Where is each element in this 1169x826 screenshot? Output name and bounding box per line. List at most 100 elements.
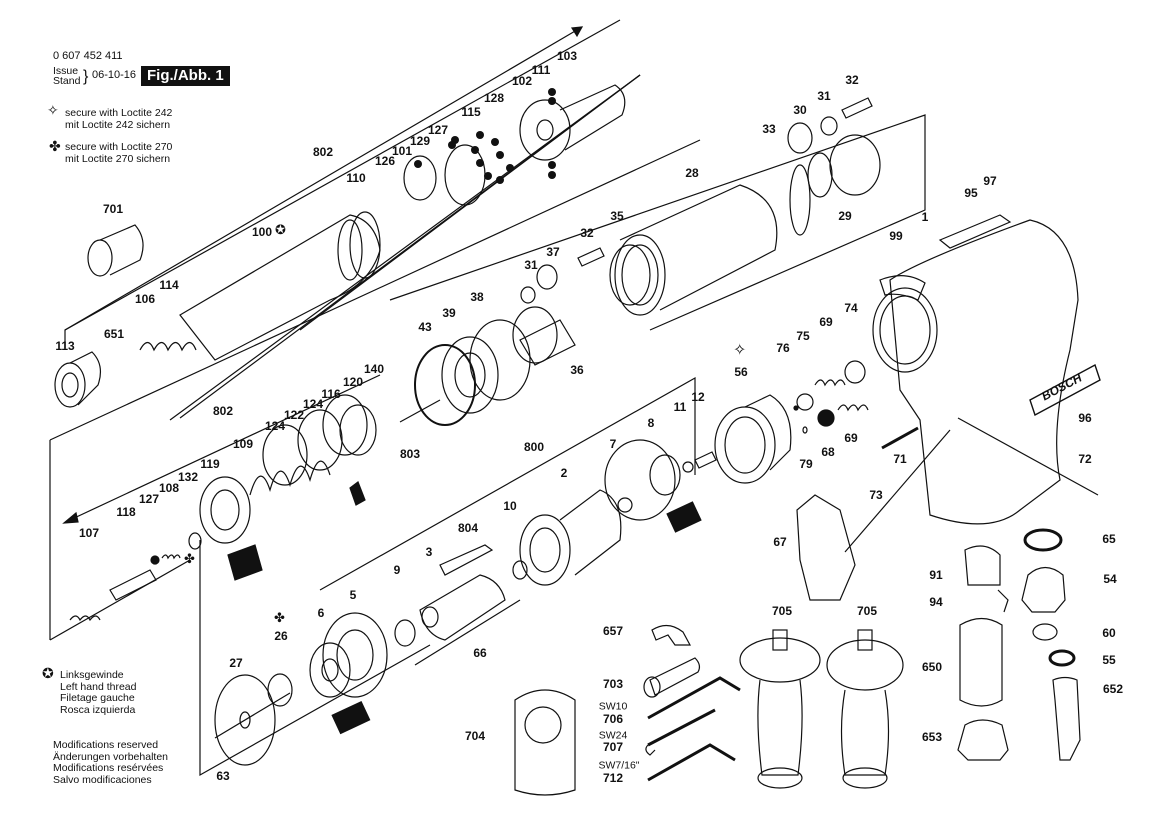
part-label: 712 — [602, 771, 624, 785]
part-label: 705 — [856, 604, 878, 618]
part-label: 652 — [1102, 682, 1124, 696]
loctite-242-note: secure with Loctite 242 mit Loctite 242 … — [65, 107, 173, 131]
loctite-270-note: secure with Loctite 270 mit Loctite 270 … — [65, 141, 173, 165]
modifications-note: Modifications reserved Änderungen vorbeh… — [53, 739, 169, 786]
part-label: 27 — [229, 656, 243, 670]
part-label: 30 — [793, 103, 807, 117]
part-label: 63 — [216, 769, 230, 783]
part-label: 76 — [776, 341, 790, 355]
part-label: 111 — [531, 63, 551, 77]
part-label: 32 — [580, 226, 594, 240]
part-label: 11 — [673, 400, 687, 414]
star-in-circle-icon: ✪ — [275, 222, 286, 237]
part-label: 29 — [838, 209, 852, 223]
four-dot-cross-icon: ✤ — [49, 138, 61, 154]
part-label: 804 — [457, 521, 479, 535]
part-label: 6 — [317, 606, 325, 620]
part-label: 10 — [503, 499, 517, 513]
part-label: 113 — [55, 339, 75, 353]
part-label: 73 — [869, 488, 883, 502]
part-label: 68 — [821, 445, 835, 459]
part-label: 3 — [425, 545, 433, 559]
part-label: 126 — [374, 154, 396, 168]
part-label: 653 — [921, 730, 943, 744]
part-label: 140 — [363, 362, 385, 376]
part-label: 109 — [232, 437, 254, 451]
part-label: 119 — [200, 457, 220, 471]
part-label: 60 — [1102, 626, 1116, 640]
wrench-size-label: SW7/16" — [598, 759, 640, 772]
part-label: 36 — [570, 363, 584, 377]
four-point-star-outline-icon: ✧ — [733, 342, 747, 359]
part-label: 1 — [921, 210, 929, 224]
part-label: 69 — [819, 315, 833, 329]
brace-glyph: } — [83, 68, 89, 85]
part-label: 91 — [929, 568, 943, 582]
part-label: 650 — [921, 660, 943, 674]
star-in-circle-icon: ✪ — [42, 665, 54, 681]
issue-label: Issue — [53, 65, 79, 77]
four-dot-cross-icon: ✤ — [274, 610, 285, 625]
part-label: 100 — [251, 225, 273, 239]
part-label: 28 — [685, 166, 699, 180]
part-label: 74 — [844, 301, 858, 315]
left-hand-thread-note: Linksgewinde Left hand thread Filetage g… — [60, 669, 137, 716]
figure-label: Fig./Abb. 1 — [141, 66, 230, 86]
part-label: 706 — [602, 712, 624, 726]
part-label: 26 — [274, 629, 288, 643]
part-label: 71 — [893, 452, 907, 466]
part-label: 103 — [556, 49, 578, 63]
part-label: 37 — [546, 245, 560, 259]
part-label: 55 — [1102, 653, 1116, 667]
part-label: 701 — [102, 202, 124, 216]
part-label: 32 — [845, 73, 859, 87]
part-label: 5 — [349, 588, 357, 602]
ball-bearings — [414, 88, 556, 184]
part-label: 132 — [177, 470, 199, 484]
part-label: 703 — [602, 677, 624, 691]
part-label: 802 — [212, 404, 234, 418]
part-label: 9 — [393, 563, 401, 577]
part-label: 96 — [1078, 411, 1092, 425]
part-label: 99 — [889, 229, 903, 243]
part-label: 651 — [103, 327, 125, 341]
part-label: 127 — [138, 492, 160, 506]
part-label: 31 — [817, 89, 831, 103]
part-label: 33 — [762, 122, 776, 136]
part-label: 72 — [1078, 452, 1092, 466]
part-label: 2 — [560, 466, 568, 480]
part-label: 122 — [283, 408, 305, 422]
part-label: 115 — [461, 105, 481, 119]
part-label: 69 — [844, 431, 858, 445]
part-label: 95 — [964, 186, 978, 200]
part-label: 102 — [511, 74, 533, 88]
part-label: 705 — [771, 604, 793, 618]
part-label: 67 — [773, 535, 787, 549]
part-label: 127 — [427, 123, 449, 137]
part-label: 35 — [610, 209, 624, 223]
part-label: 129 — [409, 134, 431, 148]
issue-date: 06-10-16 — [92, 69, 137, 81]
part-label: 120 — [342, 375, 364, 389]
part-label: 94 — [929, 595, 943, 609]
part-label: 128 — [483, 91, 505, 105]
four-point-star-outline-icon: ✧ — [47, 102, 59, 118]
part-label: 106 — [134, 292, 156, 306]
four-dot-cross-icon: ✤ — [184, 551, 195, 566]
part-label: 107 — [78, 526, 100, 540]
part-label: 65 — [1102, 532, 1116, 546]
wrench-size-label: SW24 — [598, 729, 628, 742]
wrench-size-label: SW10 — [598, 700, 628, 713]
part-label: 79 — [799, 457, 813, 471]
part-label: 110 — [346, 171, 366, 185]
part-label: 97 — [983, 174, 997, 188]
part-label: 657 — [602, 624, 624, 638]
part-label: 12 — [691, 390, 705, 404]
stand-label: Stand — [53, 75, 81, 87]
part-label: 800 — [523, 440, 545, 454]
part-label: 704 — [464, 729, 486, 743]
part-label: 108 — [158, 481, 180, 495]
part-label: 803 — [399, 447, 421, 461]
part-label: 116 — [321, 387, 341, 401]
